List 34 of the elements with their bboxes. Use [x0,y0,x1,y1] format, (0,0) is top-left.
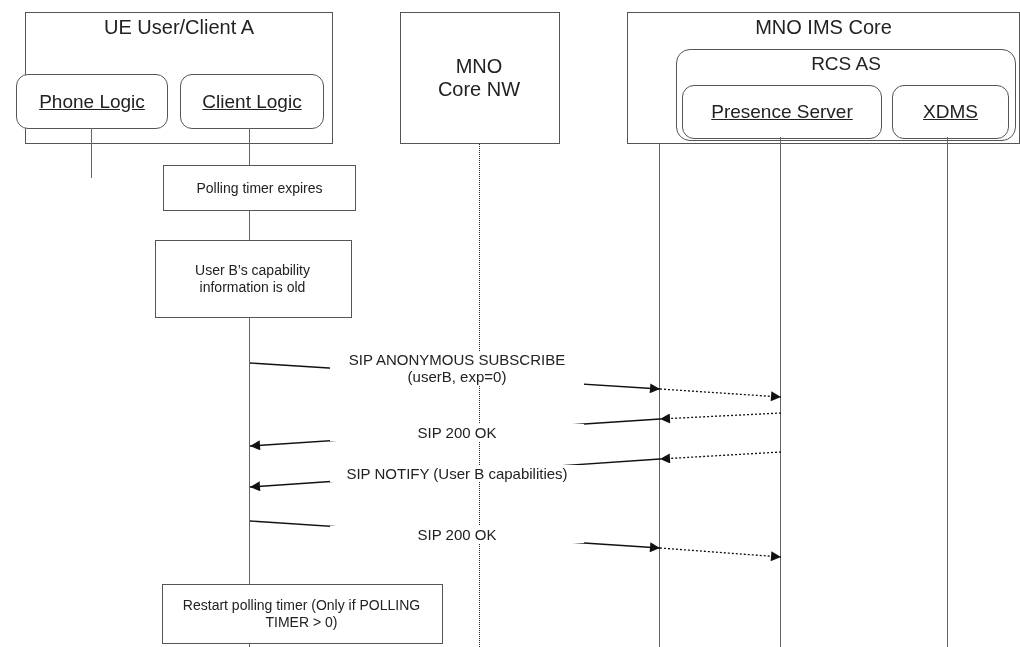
group-box [676,49,1016,141]
edge-label: SIP NOTIFY (User B capabilities) [330,464,584,482]
message-arrow [659,388,782,402]
edge-label: SIP 200 OK [330,525,584,543]
participant-box [180,74,324,129]
participant-name: Client Logic [201,90,303,113]
edge-label: SIP 200 OK [330,423,584,441]
participant-name: Phone Logic [38,90,146,113]
note-box [155,240,352,318]
note-text: User B’s capability information is old [194,262,311,296]
participant-name: Presence Server [710,101,854,123]
participant-name: MNO Core NW [436,55,522,101]
participant-box [16,74,168,129]
group-title: UE User/Client A [102,16,256,39]
message-arrow [659,412,782,424]
participant-box [400,12,560,144]
group-title: MNO IMS Core [754,16,893,39]
note-box [163,165,356,211]
participant-box [682,85,882,139]
message-arrow [659,547,782,562]
lifeline [659,144,661,647]
lifeline [780,137,782,647]
edge-label: SIP ANONYMOUS SUBSCRIBE (userB, exp=0) [330,351,584,385]
note-box [162,584,443,644]
note-text: Polling timer expires [195,179,324,197]
lifeline [91,128,93,178]
participant-name: XDMS [922,101,979,123]
note-text: Restart polling timer (Only if POLLING TIMER > 0) [181,597,422,631]
message-arrow [659,451,782,464]
lifeline [249,128,251,647]
participant-box [892,85,1009,139]
lifeline [947,137,949,647]
group-title: RCS AS [810,53,882,75]
group-box [627,12,1020,144]
